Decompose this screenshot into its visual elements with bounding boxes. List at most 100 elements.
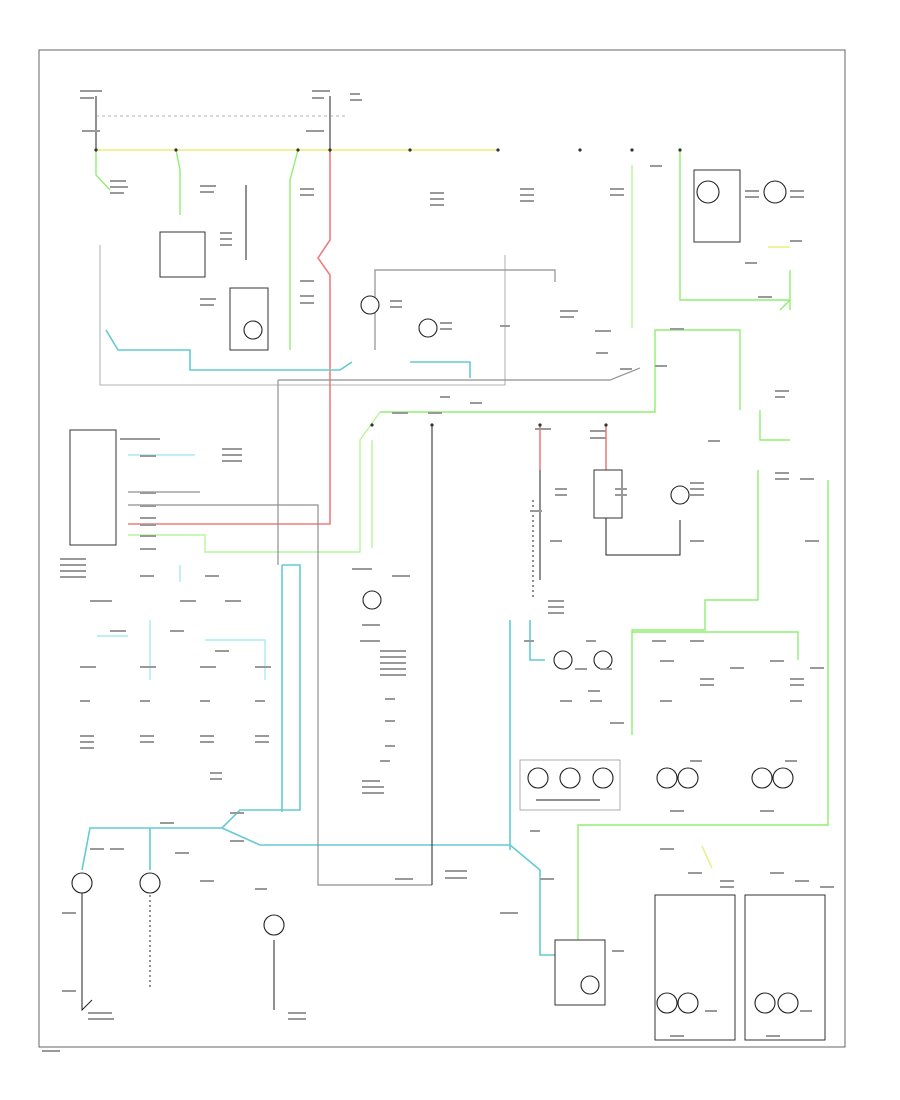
label-stub — [670, 810, 684, 812]
label-stub — [362, 780, 380, 782]
gray-wire-d — [128, 504, 432, 886]
label-stub — [775, 478, 789, 480]
label-stub — [445, 870, 467, 872]
label-stub — [175, 852, 189, 854]
label-stub — [470, 402, 482, 404]
label-stub — [560, 700, 572, 702]
label-stub — [380, 760, 390, 762]
lamp-box-left — [229, 287, 269, 351]
label-stub — [62, 912, 76, 914]
label-stub — [60, 558, 86, 560]
gray-wire-f — [99, 245, 506, 386]
module-box-left — [69, 429, 117, 546]
label-stub — [795, 880, 809, 882]
label-stub — [210, 778, 222, 780]
cyan-circuit — [81, 329, 555, 956]
diagram-frame — [38, 49, 846, 1048]
label-stub — [80, 90, 102, 92]
label-stub — [255, 666, 271, 668]
bulb-icon — [593, 650, 613, 670]
bulb-icon — [580, 975, 600, 995]
red-circuit — [128, 150, 607, 525]
label-stub — [215, 650, 229, 652]
label-stub — [524, 640, 534, 642]
gray-wire-b — [278, 367, 641, 381]
label-stub — [430, 192, 444, 194]
label-stub — [520, 194, 534, 196]
label-stub — [385, 720, 395, 722]
bulb-icon — [777, 992, 799, 1014]
label-stub — [170, 630, 184, 632]
label-stub — [785, 760, 797, 762]
label-stub — [540, 878, 554, 880]
bulbs — [71, 180, 799, 1014]
label-stub — [306, 130, 324, 132]
green-wire-left — [95, 150, 111, 191]
label-stub — [220, 244, 232, 246]
cyan-wire-lower-c — [221, 827, 511, 850]
label-stub — [615, 488, 627, 490]
label-stub — [300, 280, 314, 282]
label-stub — [225, 600, 241, 602]
label-stub — [140, 505, 156, 507]
label-stub — [200, 191, 214, 193]
green-wire-mid-right — [779, 299, 791, 311]
label-stub — [790, 196, 804, 198]
label-stub — [445, 877, 467, 879]
contact-dot — [630, 148, 634, 152]
label-stub — [530, 830, 540, 832]
label-stub — [560, 316, 574, 318]
label-stub — [775, 472, 789, 474]
label-stub — [690, 488, 704, 490]
label-stub — [222, 448, 242, 450]
gray-wire-a — [374, 269, 556, 350]
contact-dot — [430, 423, 434, 427]
cyan-wire-lower — [81, 564, 301, 871]
label-stub — [555, 488, 567, 490]
label-stub — [90, 848, 104, 850]
label-stub — [760, 810, 774, 812]
contact-dot — [408, 148, 412, 152]
bulb-icon — [763, 180, 787, 204]
bulb-icon — [670, 485, 690, 505]
label-stub — [360, 640, 380, 642]
label-stub — [615, 494, 627, 496]
contact-dot — [604, 423, 608, 427]
label-stub — [595, 330, 611, 332]
label-stub — [390, 300, 402, 302]
label-stub — [555, 494, 567, 496]
label-stub — [690, 540, 704, 542]
green-wire-lower-right — [577, 480, 829, 948]
green-wire-switch — [175, 149, 181, 215]
label-stub — [350, 99, 362, 101]
contact-dot — [328, 148, 332, 152]
label-stub — [610, 722, 624, 724]
bulb-icon — [656, 767, 678, 789]
label-stub — [140, 517, 156, 519]
label-stub — [550, 540, 562, 542]
contact-dot — [678, 148, 682, 152]
label-stub — [80, 747, 94, 749]
label-stub — [205, 575, 219, 577]
bulb-icon — [559, 767, 581, 789]
label-stub — [200, 666, 216, 668]
label-stub — [520, 200, 534, 202]
cluster-box — [519, 759, 621, 811]
label-stub — [60, 564, 86, 566]
label-stub — [88, 1018, 114, 1020]
bulb-icon — [656, 992, 678, 1014]
label-stub — [612, 950, 624, 952]
label-stub — [700, 678, 714, 680]
label-stubs — [42, 90, 834, 1052]
label-stub — [766, 1035, 780, 1037]
contact-dot — [538, 423, 542, 427]
label-stub — [590, 437, 606, 439]
label-stub — [300, 302, 314, 304]
label-stub — [140, 741, 154, 743]
label-stub — [790, 684, 804, 686]
label-stub — [140, 700, 150, 702]
label-stub — [60, 576, 86, 578]
label-stub — [255, 888, 267, 890]
label-stub — [440, 328, 452, 330]
label-stub — [140, 666, 156, 668]
